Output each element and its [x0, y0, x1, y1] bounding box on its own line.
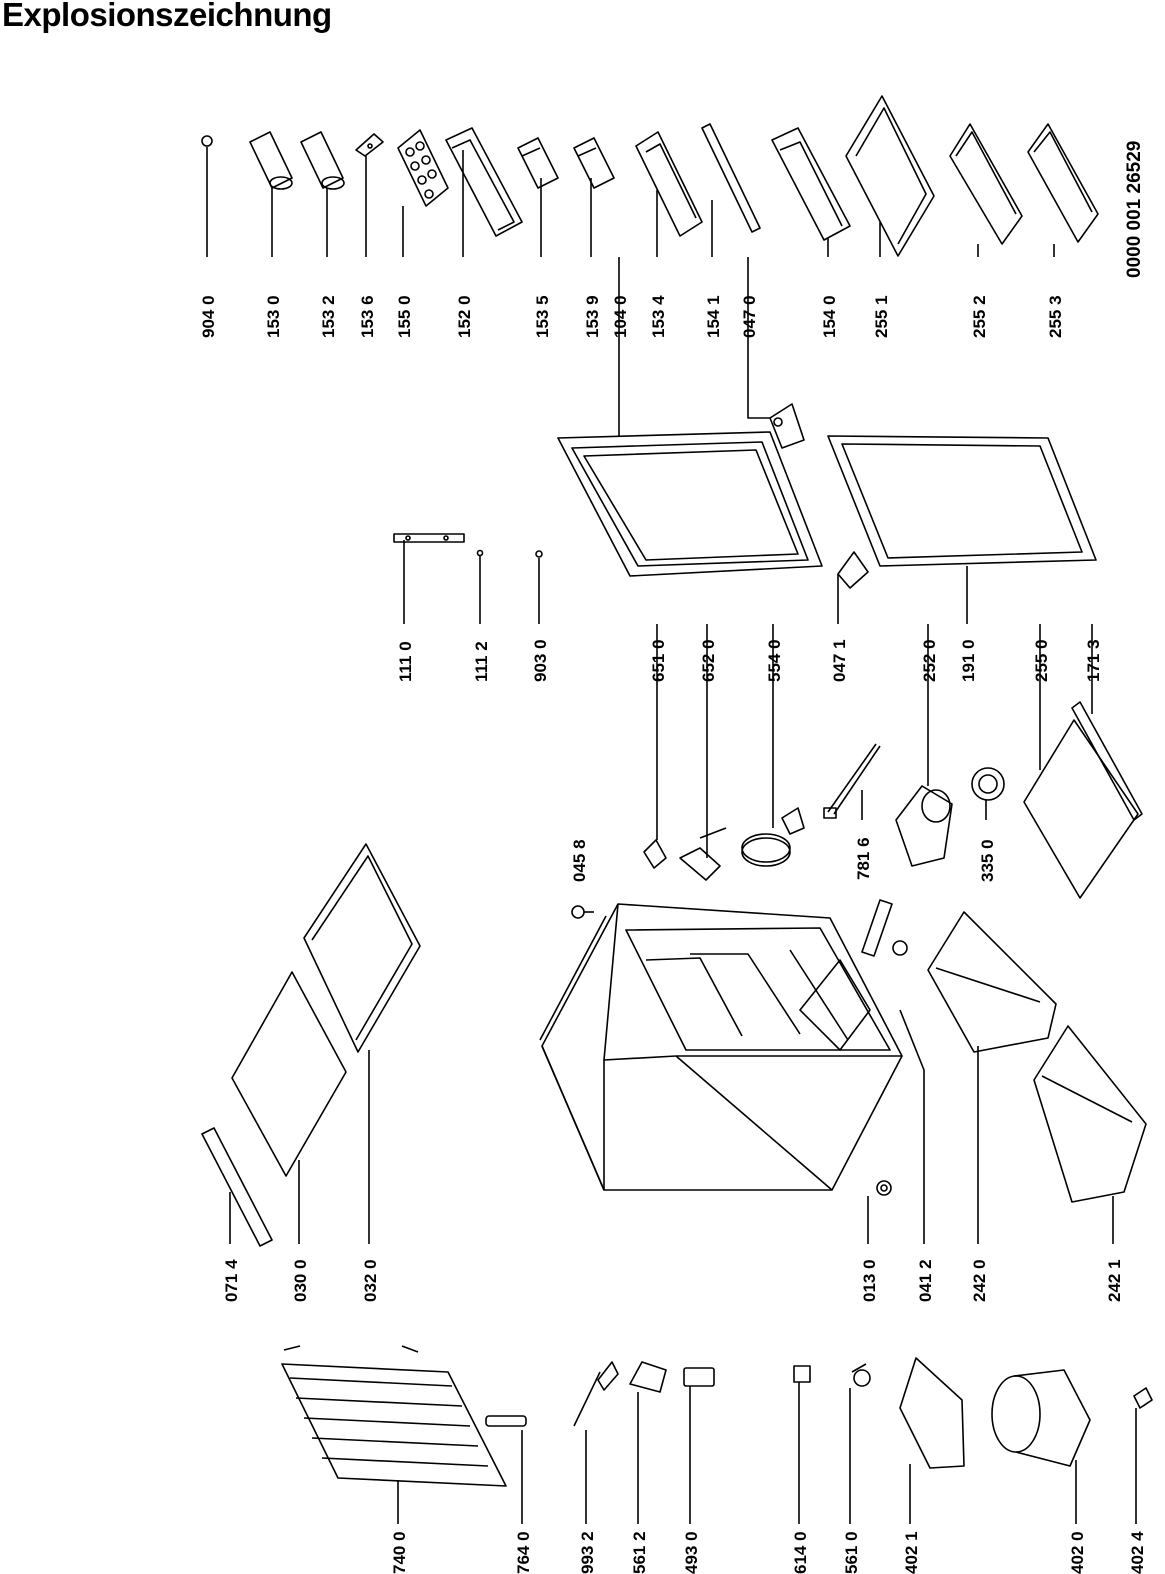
part-label: 152 0	[455, 295, 474, 338]
part-label: 651 0	[649, 639, 668, 682]
part-label: 252 0	[920, 639, 939, 682]
part-255-1-icon	[845, 95, 935, 257]
part-label: 764 0	[514, 1531, 533, 1574]
part-904-0-icon	[201, 135, 213, 147]
part-label: 652 0	[699, 639, 718, 682]
part-label: 071 4	[222, 1259, 241, 1302]
part-label: 153 0	[264, 295, 283, 338]
part-label: 242 1	[1105, 1259, 1124, 1302]
part-label: 111 2	[472, 641, 491, 682]
compressor-402-0-icon	[991, 1369, 1091, 1467]
part-493-0-icon	[683, 1367, 715, 1387]
part-label: 255 1	[872, 295, 891, 338]
part-071-4-icon	[201, 1127, 273, 1247]
part-label: 561 2	[630, 1531, 649, 1574]
part-402-1-icon	[899, 1357, 965, 1469]
drawer-242-0-icon	[927, 911, 1057, 1053]
part-013-0-icon	[876, 1180, 892, 1196]
part-561-0-icon	[851, 1363, 871, 1387]
part-label: 614 0	[791, 1531, 810, 1574]
part-903-0-icon	[535, 550, 543, 558]
part-label: 402 1	[902, 1531, 921, 1574]
door-191-0-icon	[827, 435, 1097, 567]
part-153-4-icon	[635, 131, 703, 237]
part-111-0-icon	[393, 533, 465, 543]
part-153-2-icon	[300, 131, 345, 190]
part-label: 154 0	[820, 295, 839, 338]
page-title: Explosionszeichnung	[2, 0, 332, 33]
part-label: 030 0	[291, 1259, 310, 1302]
part-label: 242 0	[970, 1259, 989, 1302]
part-label: 402 4	[1128, 1531, 1147, 1574]
part-label: 740 0	[390, 1531, 409, 1574]
part-label: 171 3	[1084, 639, 1103, 682]
part-255-3-icon	[1027, 123, 1099, 243]
part-label: 045 8	[570, 839, 589, 882]
part-label: 153 2	[319, 295, 338, 338]
part-label: 047 1	[830, 639, 849, 682]
part-111-2-icon	[476, 549, 484, 557]
door-104-0-icon	[557, 431, 823, 577]
hinge-047-1-icon	[837, 551, 869, 589]
part-label: 255 3	[1046, 295, 1065, 338]
part-label: 561 0	[842, 1531, 861, 1574]
hinge-047-0-icon	[769, 403, 805, 449]
part-label: 111 0	[396, 641, 415, 682]
part-label: 154 1	[704, 295, 723, 338]
part-label: 153 9	[583, 295, 602, 338]
part-label: 153 4	[649, 295, 668, 338]
part-652-0-icon	[679, 827, 727, 881]
part-155-0-icon	[397, 129, 449, 207]
part-label: 781 6	[854, 837, 873, 880]
part-153-6-icon	[355, 133, 384, 157]
part-label: 153 5	[533, 295, 552, 338]
leader-lines	[206, 147, 1137, 1524]
part-041-2-icon	[861, 899, 908, 957]
part-154-0-icon	[771, 127, 851, 241]
part-label: 104 0	[611, 295, 630, 338]
part-152-0-icon	[445, 127, 523, 237]
part-614-0-icon	[793, 1365, 811, 1383]
part-label: 402 0	[1068, 1531, 1087, 1574]
part-label: 013 0	[860, 1259, 879, 1302]
part-153-0-icon	[249, 131, 293, 190]
shelf-030-0-icon	[231, 971, 347, 1177]
cabinet-icon	[539, 903, 903, 1191]
part-label: 904 0	[199, 295, 218, 338]
part-label: 153 6	[358, 295, 377, 338]
part-255-0-icon	[1023, 719, 1139, 899]
part-label: 191 0	[959, 639, 978, 682]
part-label: 493 0	[682, 1531, 701, 1574]
part-651-0-icon	[643, 839, 667, 869]
part-781-6-icon	[823, 743, 881, 819]
part-252-0-icon	[895, 785, 953, 867]
part-label: 554 0	[765, 639, 784, 682]
part-label: 255 0	[1032, 639, 1051, 682]
part-554-0-icon	[741, 807, 805, 867]
frame-032-0-icon	[303, 843, 421, 1053]
part-993-2-icon	[573, 1361, 619, 1427]
part-154-1-icon	[701, 123, 761, 233]
part-153-5-icon	[517, 137, 559, 189]
part-label: 335 0	[978, 839, 997, 882]
part-561-2-icon	[629, 1361, 667, 1393]
part-label: 255 2	[970, 295, 989, 338]
part-label: 903 0	[531, 639, 550, 682]
part-045-8-icon	[571, 905, 594, 919]
part-171-3-icon	[1071, 701, 1143, 821]
part-label: 041 2	[916, 1259, 935, 1302]
part-335-0-icon	[971, 767, 1005, 801]
condenser-740-0-icon	[281, 1345, 507, 1487]
drawer-242-1-icon	[1033, 1025, 1147, 1203]
part-255-2-icon	[949, 123, 1023, 245]
part-153-9-icon	[573, 137, 615, 189]
part-402-4-icon	[1133, 1387, 1153, 1409]
part-label: 993 2	[578, 1531, 597, 1574]
part-label: 047 0	[740, 295, 759, 338]
part-label: 155 0	[395, 295, 414, 338]
part-label: 032 0	[361, 1259, 380, 1302]
part-764-0-icon	[485, 1415, 527, 1427]
